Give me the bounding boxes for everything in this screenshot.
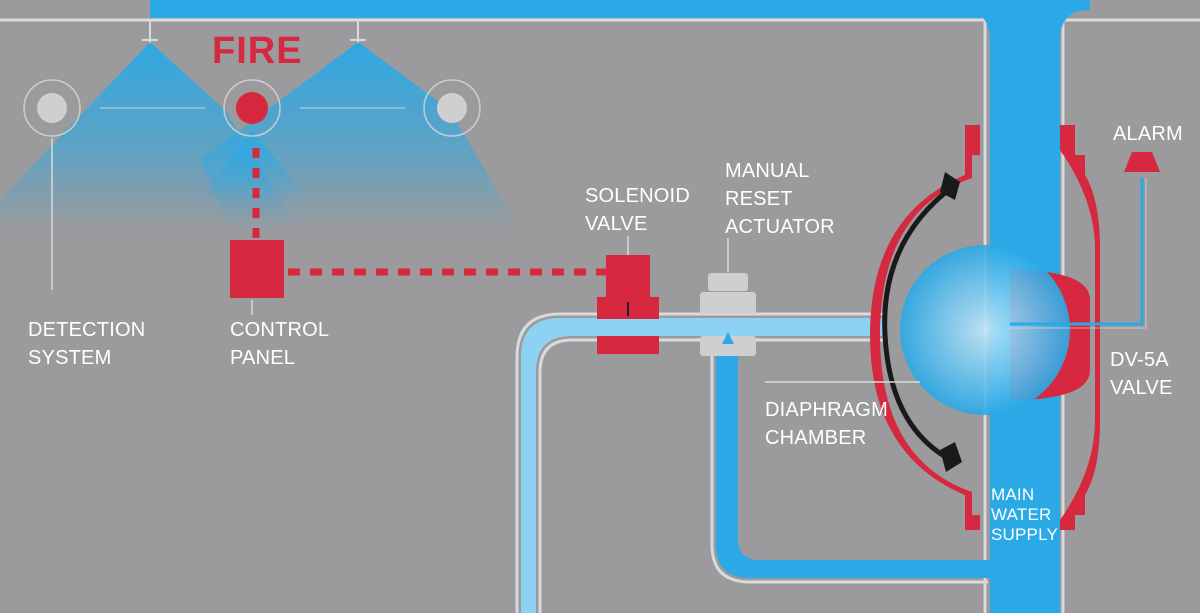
main-water-column (990, 470, 1060, 613)
diaphragm-clamp-top (940, 172, 960, 200)
manual-reset-actuator-label: MANUAL RESET ACTUATOR (725, 160, 835, 238)
water-spray-center (200, 130, 310, 200)
sprinkler-head-icon (350, 20, 366, 44)
sprinkler-head-icon (142, 20, 158, 44)
heat-detector-fire-icon (223, 79, 281, 137)
solenoid-valve (597, 255, 659, 354)
alarm-bell-icon (1124, 152, 1160, 172)
main-water-supply-label: MAIN WATER SUPPLY (991, 485, 1059, 544)
diaphragm-pipe-outline (515, 312, 885, 613)
diaphragm-chamber-label: DIAPHRAGM CHAMBER (765, 399, 888, 449)
control-panel-label: CONTROL PANEL (230, 319, 330, 369)
manual-reset-actuator (700, 273, 756, 356)
diaphragm (882, 182, 957, 465)
water-burst (900, 245, 1070, 415)
smoke-detector-icon (23, 79, 81, 137)
alarm-line-outline (1010, 178, 1147, 329)
diaphragm-clamp-bottom (940, 442, 962, 472)
dv5a-valve-label: DV-5A VALVE (1110, 349, 1173, 399)
control-panel-box (230, 240, 284, 298)
solenoid-valve-label: SOLENOID VALVE (585, 185, 690, 235)
detection-system-label: DETECTION SYSTEM (28, 319, 146, 369)
top-water-pipe (150, 0, 985, 18)
alarm-label: ALARM (1113, 123, 1183, 145)
fire-label: FIRE (212, 30, 303, 72)
smoke-detector-icon (423, 79, 481, 137)
alarm-line (1010, 178, 1144, 326)
reset-pipe-outline (710, 340, 988, 584)
